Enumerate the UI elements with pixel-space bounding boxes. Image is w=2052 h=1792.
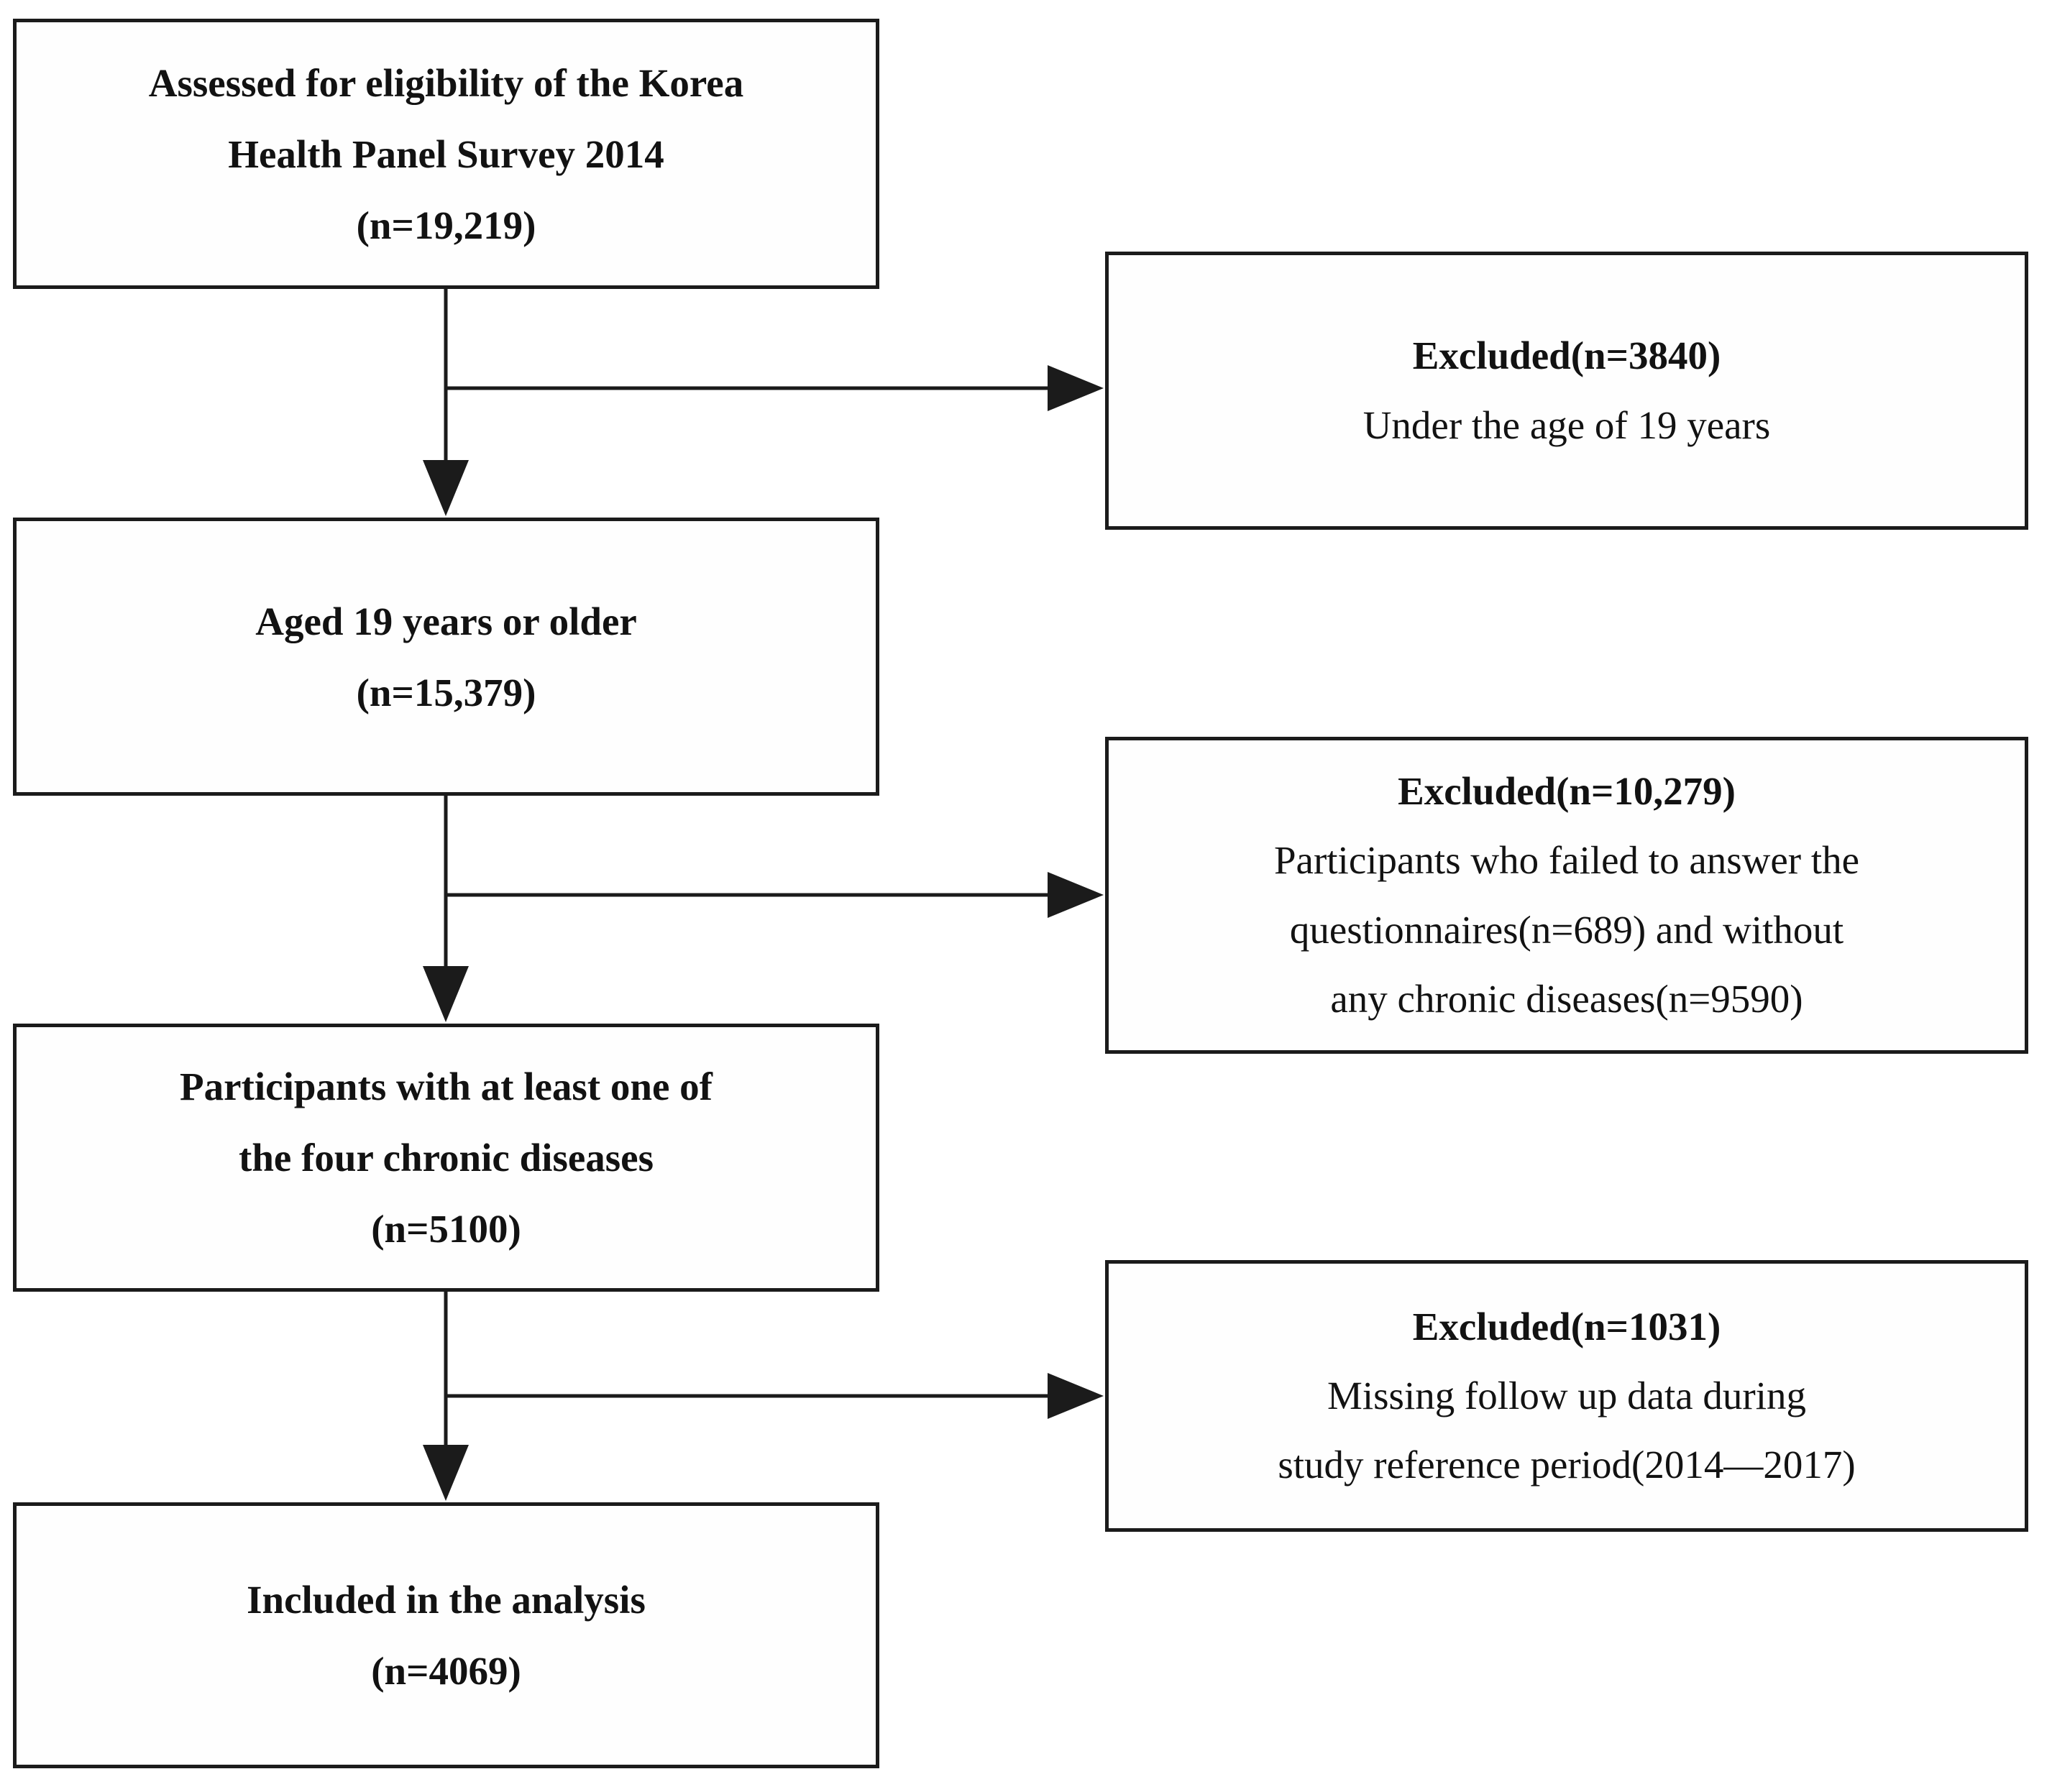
- box-line: any chronic diseases(n=9590): [1330, 976, 1803, 1021]
- box-excluded-under-19: Excluded(n=3840) Under the age of 19 yea…: [1105, 252, 2028, 530]
- box-line: Under the age of 19 years: [1362, 403, 1771, 447]
- box-aged-19-or-older: Aged 19 years or older (n=15,379): [13, 518, 879, 796]
- box-line: Participants who failed to answer the: [1273, 838, 1860, 883]
- box-line: (n=15,379): [356, 670, 536, 714]
- box-line: Health Panel Survey 2014: [228, 132, 664, 176]
- box-included-analysis: Included in the analysis (n=4069): [13, 1502, 879, 1768]
- box-line: (n=19,219): [356, 203, 536, 247]
- box-chronic-diseases: Participants with at least one of the fo…: [13, 1024, 879, 1292]
- box-line: Assessed for eligibility of the Korea: [148, 60, 744, 105]
- box-line: (n=5100): [371, 1207, 521, 1251]
- arrowhead-right-2: [1048, 872, 1104, 918]
- excluded-title: Excluded(n=3840): [1412, 334, 1721, 378]
- arrowhead-down-3: [423, 1445, 469, 1501]
- box-excluded-failed-questionnaire: Excluded(n=10,279) Participants who fail…: [1105, 737, 2028, 1054]
- box-line: Missing follow up data during: [1327, 1373, 1807, 1417]
- box-line: the four chronic diseases: [239, 1136, 654, 1180]
- box-line: study reference period(2014—2017): [1278, 1443, 1856, 1487]
- box-line: Aged 19 years or older: [255, 599, 637, 643]
- box-line: (n=4069): [371, 1649, 521, 1693]
- box-line: Participants with at least one of: [180, 1065, 713, 1108]
- arrowhead-right-3: [1048, 1373, 1104, 1419]
- box-assessed-eligibility: Assessed for eligibility of the Korea He…: [13, 19, 879, 289]
- excluded-title: Excluded(n=10,279): [1398, 769, 1736, 813]
- box-excluded-missing-followup: Excluded(n=1031) Missing follow up data …: [1105, 1260, 2028, 1532]
- excluded-title: Excluded(n=1031): [1412, 1304, 1721, 1348]
- arrowhead-right-1: [1048, 365, 1104, 411]
- box-line: Included in the analysis: [247, 1578, 646, 1622]
- box-line: questionnaires(n=689) and without: [1289, 907, 1844, 952]
- arrowhead-down-2: [423, 966, 469, 1022]
- arrowhead-down-1: [423, 460, 469, 516]
